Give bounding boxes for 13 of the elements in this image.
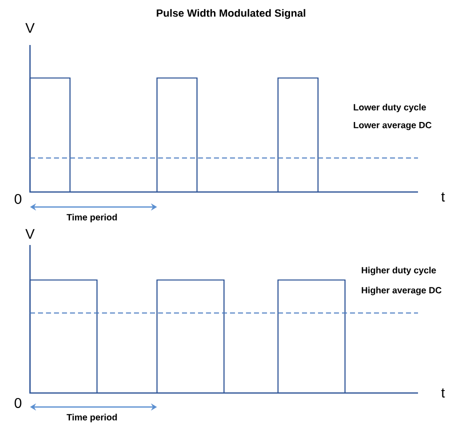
title: Pulse Width Modulated Signal (156, 9, 306, 19)
axis-label: V (25, 23, 35, 33)
axis-label: V (25, 229, 35, 239)
dimension-label: Time period (66, 214, 117, 222)
axis-label: 0 (14, 194, 22, 204)
annotation: Lower average DC (354, 122, 432, 130)
dimension-label: Time period (66, 414, 117, 422)
axis-label: t (441, 388, 445, 398)
axis-label: t (441, 192, 445, 202)
annotation: Higher average DC (362, 286, 442, 296)
annotation: Higher duty cycle (362, 266, 436, 276)
axis-label: 0 (14, 398, 22, 408)
annotation: Lower duty cycle (354, 104, 426, 112)
